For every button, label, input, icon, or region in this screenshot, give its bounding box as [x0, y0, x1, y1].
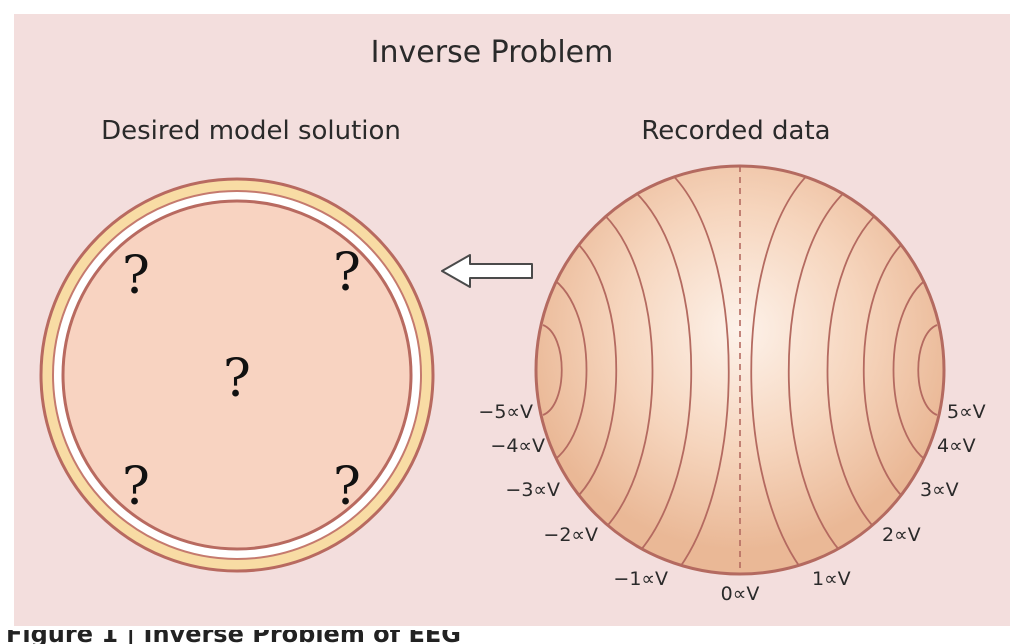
isopotential-line	[826, 199, 896, 546]
unknown-source-mark: ?	[333, 243, 361, 303]
unknown-source-mark: ?	[223, 349, 251, 409]
diagram-title: Inverse Problem	[371, 35, 614, 70]
left-heading: Desired model solution	[101, 116, 401, 146]
potential-label: 5∝V	[947, 401, 986, 423]
head-model: ? ? ? ? ?	[39, 177, 435, 573]
sphere-outline	[534, 164, 946, 576]
inverse-arrow	[441, 254, 533, 288]
potential-labels: −5∝V −4∝V −3∝V −2∝V −1∝V 0∝V 1∝V 2∝V 3∝V…	[478, 401, 985, 605]
potential-label: 0∝V	[721, 583, 760, 605]
right-heading: Recorded data	[641, 116, 830, 146]
potential-label: −4∝V	[490, 435, 545, 457]
potential-label: −3∝V	[505, 479, 560, 501]
isopotential-line	[559, 229, 618, 511]
potential-label: 3∝V	[920, 479, 959, 501]
caption-text: Figure 1 | Inverse Problem of EEG	[6, 630, 461, 644]
recorded-data-sphere	[534, 164, 946, 576]
isopotential-line	[862, 229, 921, 511]
cut-off-caption: Figure 1 | Inverse Problem of EEG	[0, 630, 1024, 644]
isopotential-line	[917, 324, 938, 416]
isopotential-line	[787, 179, 861, 571]
potential-label: −1∝V	[613, 568, 668, 590]
isopotential-line	[892, 274, 935, 466]
potential-label: 2∝V	[882, 524, 921, 546]
potential-label: 1∝V	[812, 568, 851, 590]
potential-label: −5∝V	[478, 401, 533, 423]
isopotential-line	[545, 274, 588, 466]
unknown-source-mark: ?	[333, 457, 361, 517]
brain-region	[61, 199, 413, 551]
potential-label: −2∝V	[543, 524, 598, 546]
potential-label: 4∝V	[937, 435, 976, 457]
isopotential-line	[542, 324, 563, 416]
isopotential-line	[664, 167, 730, 574]
isopotential-line	[619, 179, 693, 571]
isopotential-line	[584, 199, 654, 546]
unknown-source-mark: ?	[122, 457, 150, 517]
isopotential-line	[750, 167, 816, 574]
unknown-source-mark: ?	[122, 246, 150, 306]
